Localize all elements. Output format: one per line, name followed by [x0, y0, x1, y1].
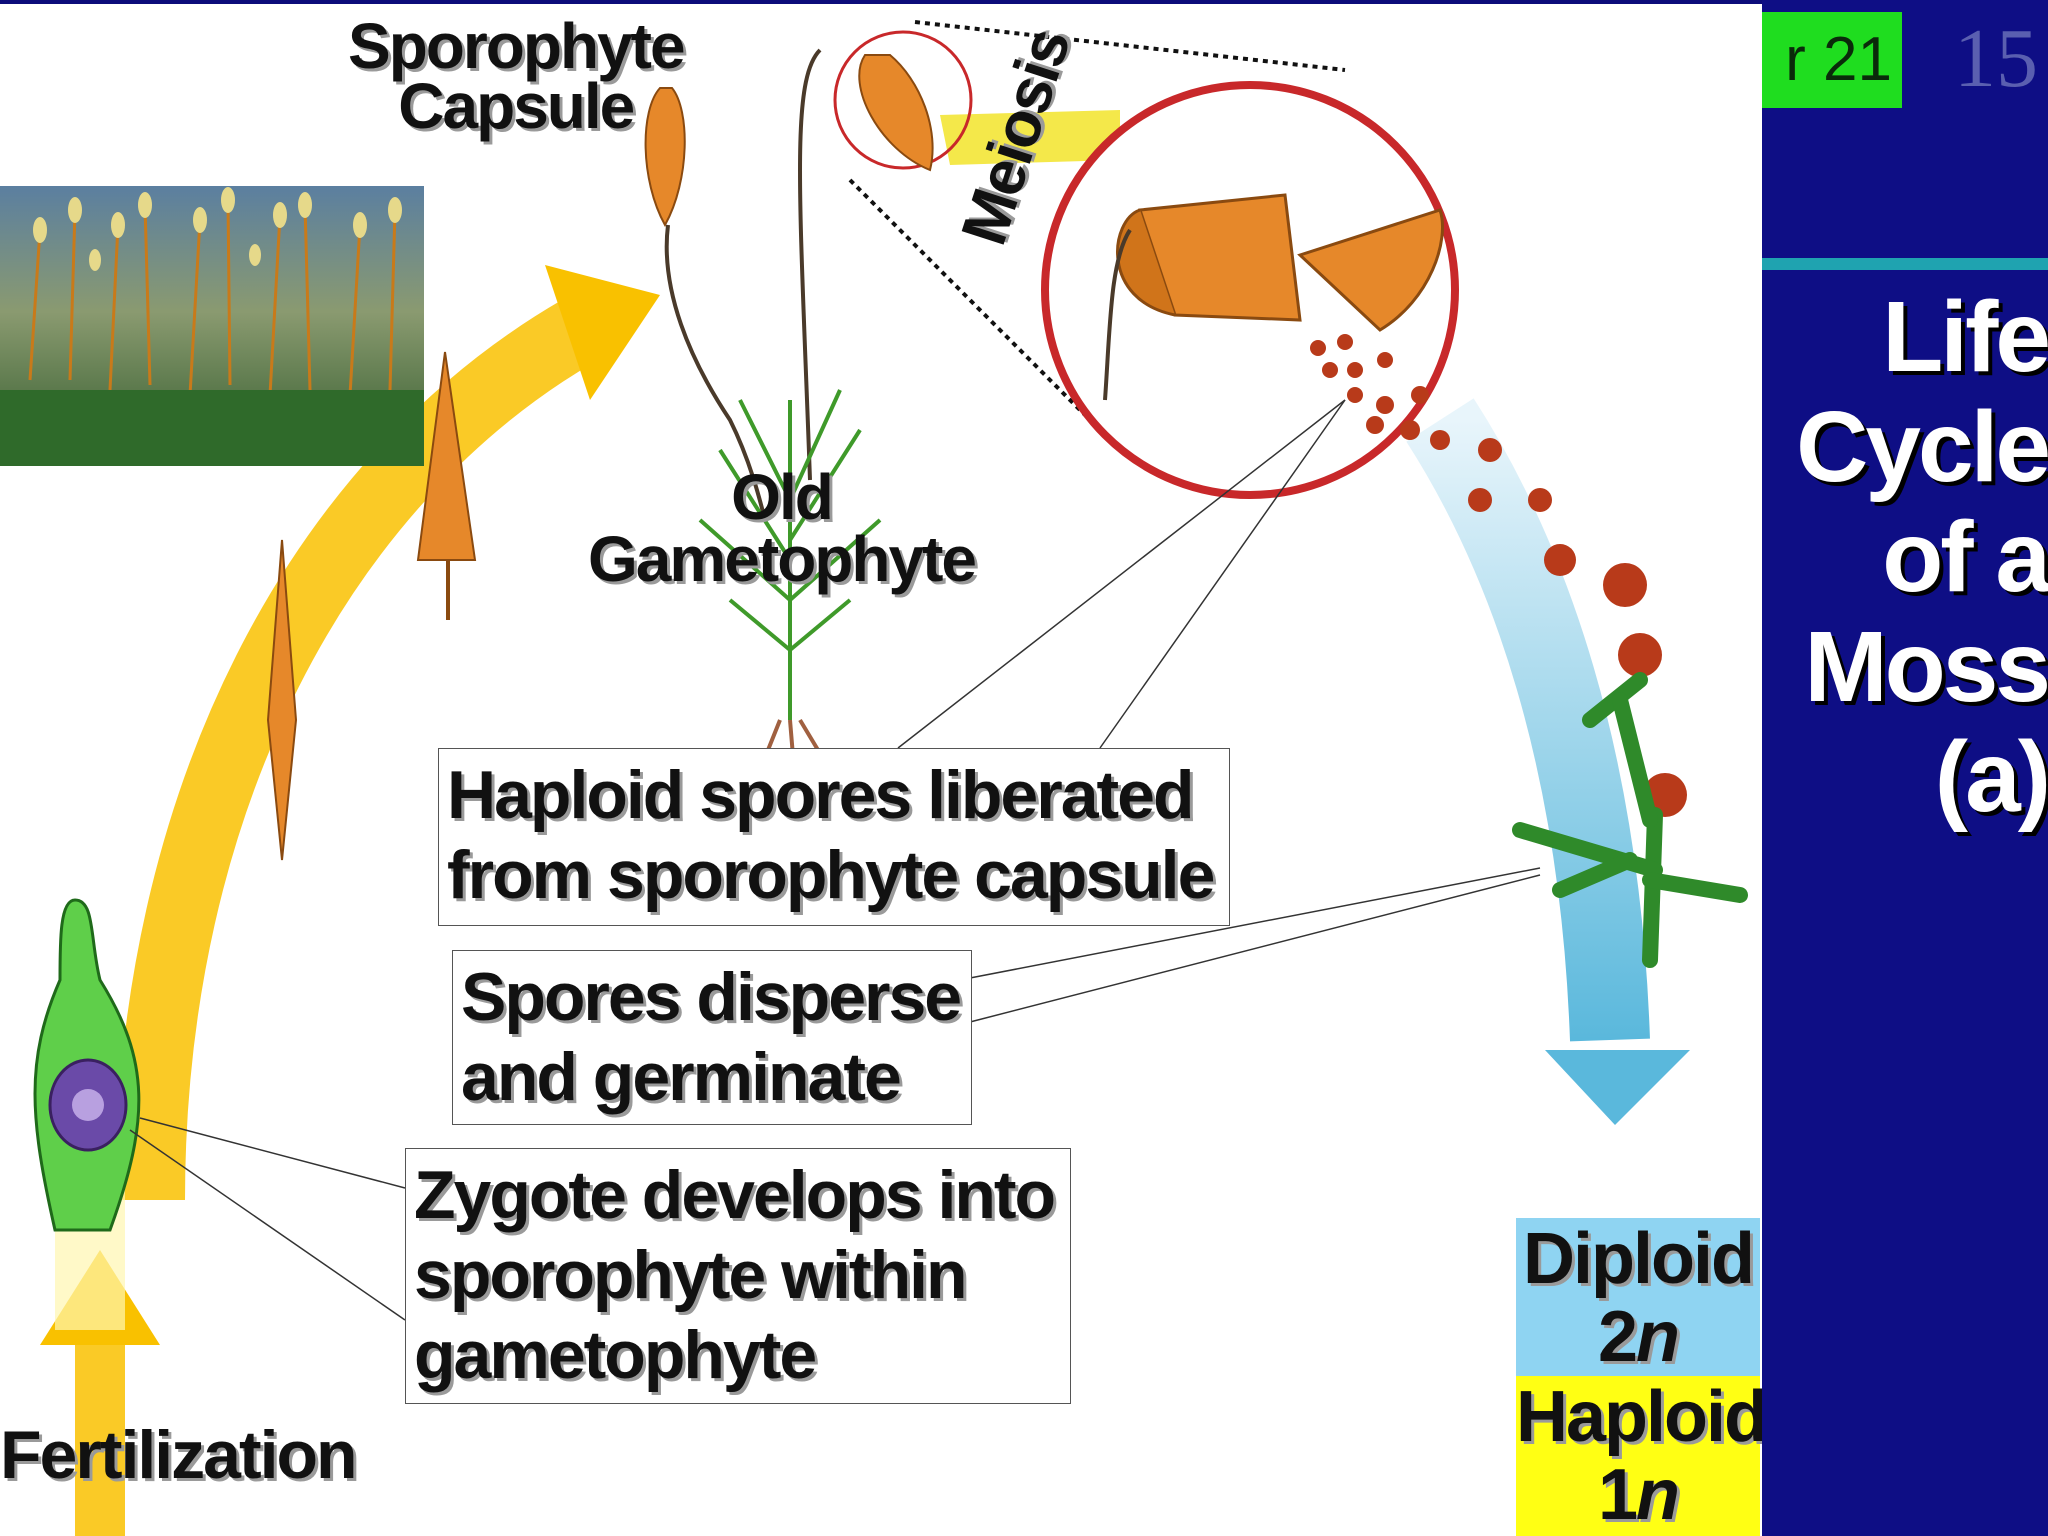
fertilization-stem: [75, 1330, 125, 1536]
diploid-arc-arrow: [115, 299, 598, 1201]
diploid-arrowhead: [545, 265, 660, 400]
haploid-arc-arrow: [1406, 398, 1650, 1042]
page-number: 15: [1954, 12, 2038, 105]
young-sporophyte: [266, 539, 298, 861]
old-gametophyte-figure: [698, 389, 882, 781]
haploid-ploidy: 1n: [1597, 1455, 1680, 1535]
old-gametophyte-label: Old Gametophyte: [588, 461, 977, 595]
legend-haploid: Haploid 1n: [1516, 1376, 1768, 1536]
moss-photo: [0, 186, 424, 466]
callout-zygote-develops: Zygote develops into sporophyte within g…: [405, 1148, 1071, 1404]
slide-title: Life Cycle of a Moss (a): [1796, 281, 2048, 833]
protonema: [1512, 672, 1748, 968]
capsule-zoom-small: [833, 30, 973, 170]
sporophyte-capsule-figure: [644, 48, 822, 521]
haploid-arrowhead: [1545, 1050, 1690, 1125]
title-panel: r 21 15 Life Cycle of a Moss (a): [1762, 0, 2048, 1536]
fertilization-label: Fertilization: [0, 1417, 358, 1493]
open-capsule: [1103, 193, 1444, 401]
diploid-ploidy: 2n: [1597, 1297, 1680, 1377]
sporophyte-capsule-label: Sporophyte Capsule: [348, 10, 686, 142]
life-cycle-diagram: [0, 20, 1748, 1536]
legend-diploid: Diploid 2n: [1516, 1218, 1760, 1376]
callout-spores-disperse: Spores disperse and germinate: [452, 950, 972, 1125]
title-divider: [1762, 258, 2048, 270]
callout-haploid-spores: Haploid spores liberated from sporophyte…: [438, 748, 1230, 926]
meiosis-band: [940, 110, 1120, 165]
chapter-badge: r 21: [1762, 12, 1902, 108]
leader-lines: [129, 399, 1541, 1321]
top-border: [0, 0, 1762, 4]
archegonium: [33, 898, 141, 1232]
spores: [1310, 334, 1687, 817]
